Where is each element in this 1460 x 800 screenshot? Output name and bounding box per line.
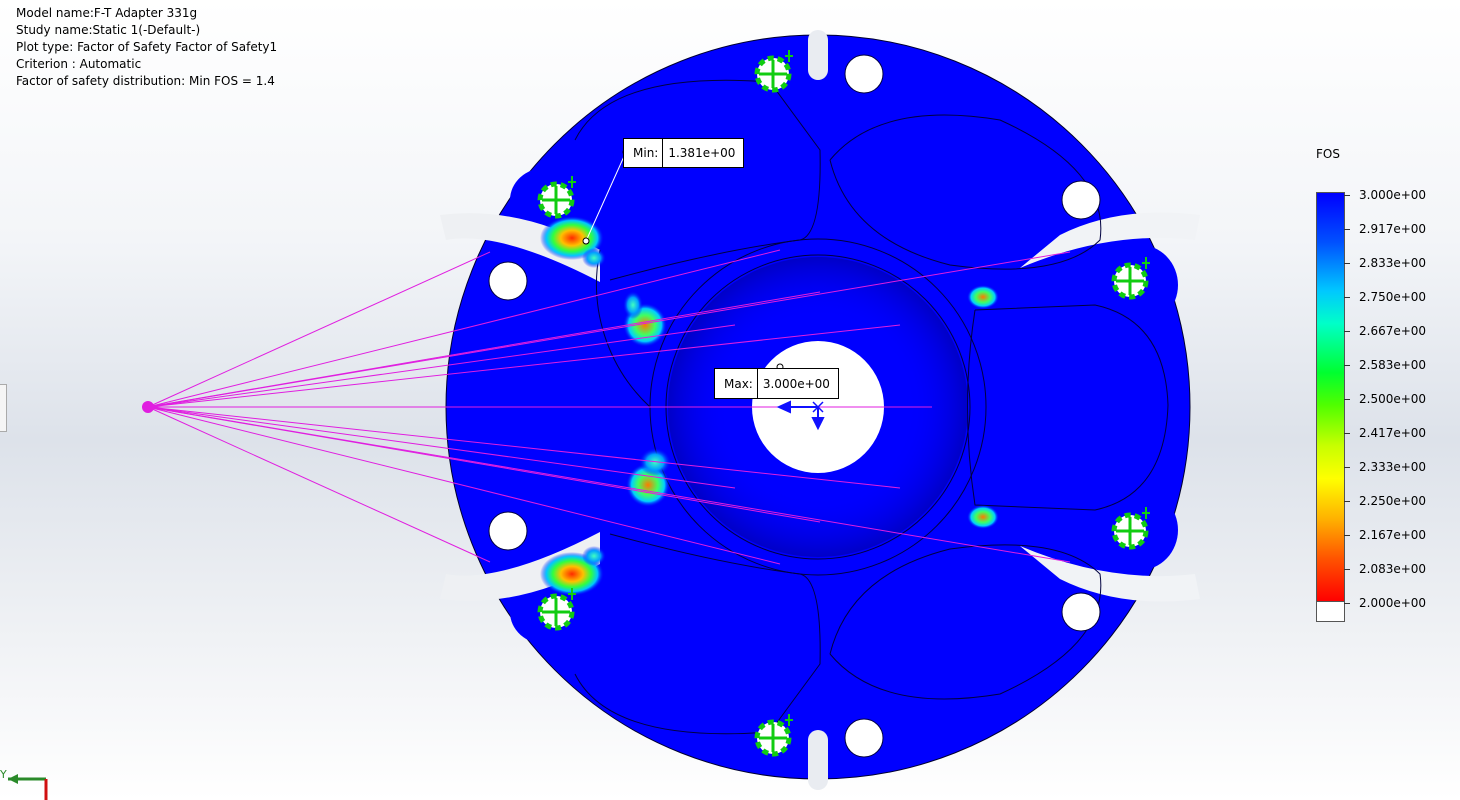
- remote-load-point[interactable]: [142, 401, 154, 413]
- max-callout-label: Max:: [715, 369, 758, 398]
- legend-tick-label: 2.250e+00: [1359, 494, 1427, 508]
- legend-color-bar[interactable]: [1316, 192, 1345, 602]
- min-callout-label: Min:: [624, 139, 664, 167]
- legend-tick-label: 2.917e+00: [1359, 222, 1427, 236]
- legend-tick-label: 2.167e+00: [1359, 528, 1427, 542]
- legend-tick-mark: [1344, 297, 1350, 298]
- fos-distribution-text: Factor of safety distribution: Min FOS =…: [16, 74, 275, 88]
- triad-y-label: Y: [0, 768, 7, 781]
- legend-tick-label: 3.000e+00: [1359, 188, 1427, 202]
- legend-below-range-swatch: [1316, 601, 1345, 622]
- min-callout-value: 1.381e+00: [668, 146, 736, 160]
- legend-tick-label: 2.500e+00: [1359, 392, 1427, 406]
- coordinate-triad-icon: [8, 774, 48, 800]
- legend-tick-mark: [1344, 603, 1350, 604]
- side-panel-handle[interactable]: [0, 384, 7, 432]
- legend-tick-mark: [1344, 467, 1350, 468]
- legend-tick-mark: [1344, 331, 1350, 332]
- model-name-text: Model name:F-T Adapter 331g: [16, 6, 198, 20]
- max-fos-callout[interactable]: Max: 3.000e+00: [714, 368, 839, 399]
- legend-tick-mark: [1344, 263, 1350, 264]
- legend-tick-mark: [1344, 195, 1350, 196]
- legend-tick-label: 2.750e+00: [1359, 290, 1427, 304]
- max-callout-value: 3.000e+00: [762, 376, 830, 391]
- legend-tick-label: 2.833e+00: [1359, 256, 1427, 270]
- legend-tick-mark: [1344, 433, 1350, 434]
- legend-tick-mark: [1344, 229, 1350, 230]
- legend-tick-label: 2.583e+00: [1359, 358, 1427, 372]
- legend-tick-mark: [1344, 535, 1350, 536]
- legend-title: FOS: [1316, 147, 1340, 161]
- study-info-panel: Model name:F-T Adapter 331g Study name:S…: [16, 5, 277, 90]
- criterion-text: Criterion : Automatic: [16, 57, 142, 71]
- legend-tick-mark: [1344, 399, 1350, 400]
- bolt-holes: [488, 54, 1101, 758]
- plot-type-text: Plot type: Factor of Safety Factor of Sa…: [16, 40, 278, 54]
- legend-tick-label: 2.333e+00: [1359, 460, 1427, 474]
- study-name-text: Study name:Static 1(-Default-): [16, 23, 201, 37]
- legend-tick-mark: [1344, 365, 1350, 366]
- legend-tick-mark: [1344, 501, 1350, 502]
- load-arrows: [776, 400, 825, 431]
- legend-tick-label: 2.667e+00: [1359, 324, 1427, 338]
- remote-load-lines: [147, 249, 1071, 565]
- fixture-symbols[interactable]: [537, 50, 1150, 757]
- min-fos-callout[interactable]: Min: 1.381e+00: [623, 138, 745, 168]
- legend-tick-label: 2.083e+00: [1359, 562, 1427, 576]
- legend-tick-label: 2.000e+00: [1359, 596, 1427, 610]
- legend-tick-mark: [1344, 569, 1350, 570]
- legend-tick-label: 2.417e+00: [1359, 426, 1427, 440]
